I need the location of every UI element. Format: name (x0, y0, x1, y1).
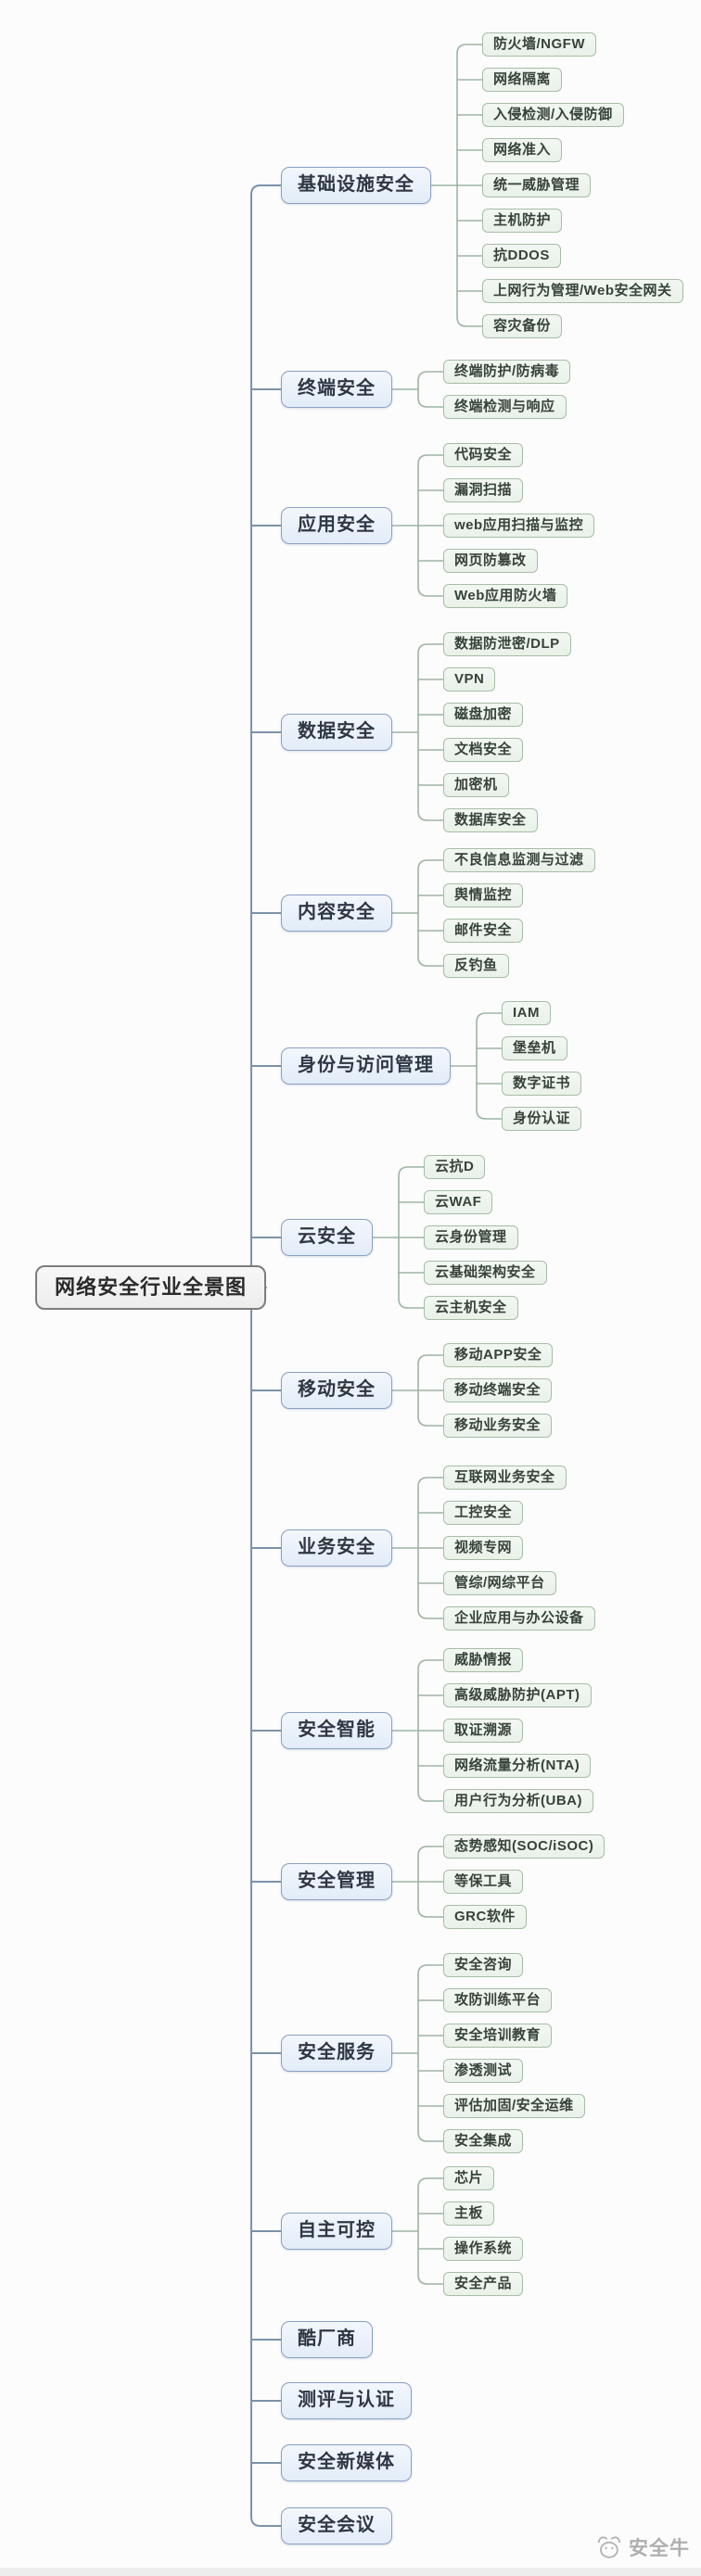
child-node: 入侵检测/入侵防御 (482, 103, 624, 127)
child-node: 邮件安全 (443, 919, 524, 943)
child-node: 安全集成 (443, 2129, 524, 2153)
child-node: Web应用防火墙 (443, 584, 568, 608)
child-node: 数据防泄密/DLP (443, 632, 571, 656)
branch-node: 安全服务 (281, 2035, 392, 2072)
child-node: 安全咨询 (443, 1953, 524, 1977)
branch-node: 安全管理 (281, 1863, 392, 1900)
child-node: 抗DDOS (482, 244, 561, 268)
branch-node: 安全会议 (281, 2507, 392, 2544)
child-node: 云身份管理 (424, 1225, 518, 1250)
child-node: 磁盘加密 (443, 703, 524, 727)
child-node: 用户行为分析(UBA) (443, 1789, 593, 1813)
child-node: 网络准入 (482, 138, 563, 162)
child-node: 攻防训练平台 (443, 1988, 553, 2012)
child-node: 网络隔离 (482, 68, 563, 92)
branch-node: 身份与访问管理 (281, 1047, 451, 1085)
child-node: 加密机 (443, 773, 509, 797)
branch-node: 测评与认证 (281, 2382, 412, 2419)
child-node: 高级威胁防护(APT) (443, 1683, 592, 1707)
branch-node: 安全智能 (281, 1712, 392, 1749)
root-node: 网络安全行业全景图 (35, 1265, 267, 1310)
child-node: 芯片 (443, 2166, 495, 2190)
child-node: 移动业务安全 (443, 1414, 553, 1438)
child-node: 反钓鱼 (443, 954, 509, 978)
child-node: 安全产品 (443, 2272, 524, 2296)
watermark-label: 安全牛 (629, 2538, 690, 2559)
branch-node: 基础设施安全 (281, 167, 431, 204)
child-node: 取证溯源 (443, 1719, 524, 1743)
child-node: GRC软件 (443, 1905, 527, 1929)
child-node: 不良信息监测与过滤 (443, 848, 595, 872)
child-node: 漏洞扫描 (443, 478, 524, 502)
child-node: 安全培训教育 (443, 2024, 553, 2048)
child-node: 渗透测试 (443, 2059, 524, 2083)
child-node: 云抗D (424, 1155, 486, 1179)
child-node: 移动APP安全 (443, 1343, 554, 1367)
child-node: 视频专网 (443, 1536, 524, 1560)
child-node: 态势感知(SOC/iSOC) (443, 1834, 605, 1859)
child-node: 终端检测与响应 (443, 395, 567, 419)
child-node: IAM (502, 1001, 551, 1025)
child-node: web应用扫描与监控 (443, 514, 595, 538)
child-node: 数字证书 (502, 1072, 582, 1096)
child-node: VPN (443, 667, 496, 692)
child-node: 终端防护/防病毒 (443, 360, 571, 384)
branch-node: 云安全 (281, 1219, 373, 1256)
child-node: 堡垒机 (502, 1036, 567, 1060)
child-node: 网络流量分析(NTA) (443, 1754, 592, 1778)
branch-node: 自主可控 (281, 2213, 392, 2250)
branch-node: 终端安全 (281, 371, 392, 408)
branch-node: 酷厂商 (281, 2321, 373, 2358)
child-node: 移动终端安全 (443, 1378, 553, 1402)
child-node: 主机防护 (482, 209, 563, 233)
child-node: 工控安全 (443, 1501, 524, 1525)
child-node: 等保工具 (443, 1870, 524, 1894)
child-node: 身份认证 (502, 1107, 582, 1131)
child-node: 威胁情报 (443, 1648, 524, 1672)
cow-logo-icon (597, 2536, 621, 2558)
branch-node: 移动安全 (281, 1372, 392, 1409)
watermark: 安全牛 (593, 2532, 690, 2562)
child-node: 云基础架构安全 (424, 1261, 547, 1285)
child-node: 企业应用与办公设备 (443, 1606, 595, 1631)
child-node: 管综/网综平台 (443, 1571, 556, 1595)
child-node: 操作系统 (443, 2237, 524, 2261)
branch-node: 业务安全 (281, 1529, 392, 1567)
child-node: 容灾备份 (482, 314, 563, 338)
child-node: 评估加固/安全运维 (443, 2094, 585, 2118)
child-node: 数据库安全 (443, 808, 538, 832)
child-node: 网页防篡改 (443, 549, 538, 573)
child-node: 上网行为管理/Web安全网关 (482, 279, 683, 303)
branch-node: 安全新媒体 (281, 2444, 412, 2481)
branch-node: 数据安全 (281, 714, 392, 751)
child-node: 代码安全 (443, 443, 524, 467)
child-node: 主板 (443, 2202, 495, 2226)
bottom-strip (0, 2568, 701, 2576)
branch-node: 内容安全 (281, 895, 392, 932)
child-node: 统一威胁管理 (482, 173, 592, 197)
child-node: 互联网业务安全 (443, 1466, 567, 1490)
child-node: 云主机安全 (424, 1296, 518, 1320)
child-node: 文档安全 (443, 738, 524, 762)
child-node: 云WAF (424, 1190, 493, 1214)
child-node: 舆情监控 (443, 883, 524, 907)
child-node: 防火墙/NGFW (482, 32, 596, 57)
branch-node: 应用安全 (281, 507, 392, 544)
